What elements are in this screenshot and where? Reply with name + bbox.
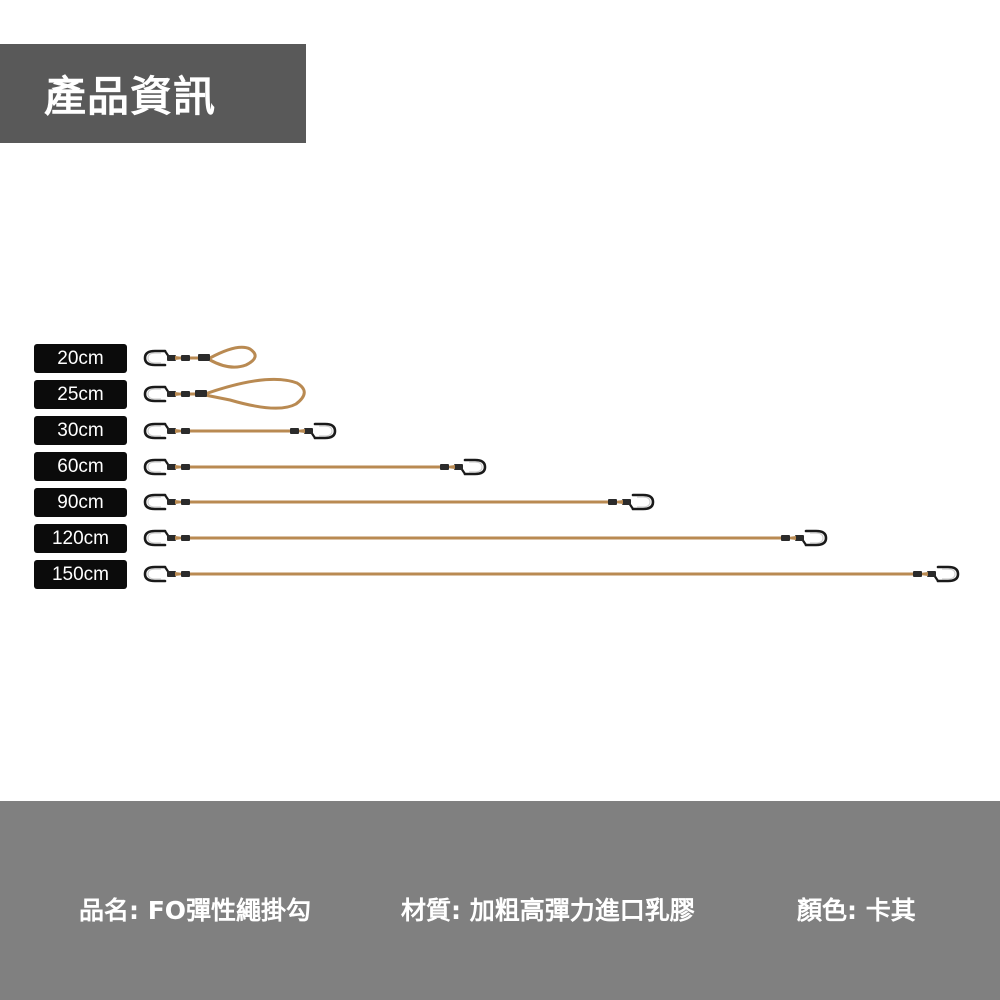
spec-color-value: 卡其 <box>865 896 916 925</box>
carabiner-hook-icon <box>143 529 192 547</box>
spec-product-name: 品名: FO彈性繩掛勾 <box>79 891 311 927</box>
cord-clip-icon <box>195 390 207 397</box>
size-label-90cm: 90cm <box>34 488 127 517</box>
size-label-25cm: 25cm <box>34 380 127 409</box>
page-title: 產品資訊 <box>0 44 306 143</box>
bungee-cord-30cm <box>143 422 337 440</box>
spec-name-value: FO彈性繩掛勾 <box>147 896 312 925</box>
bungee-cord-150cm <box>143 565 960 583</box>
carabiner-hook-icon <box>143 349 192 367</box>
product-size-list: 20cm 25cm 30cm 60cm 90cm 120cm 150cm <box>34 344 960 589</box>
carabiner-hook-icon <box>143 385 192 403</box>
spec-material-value: 加粗高彈力進口乳膠 <box>469 896 695 925</box>
spec-material-label: 材質: <box>401 896 461 925</box>
size-label-120cm: 120cm <box>34 524 127 553</box>
carabiner-hook-icon <box>606 493 655 511</box>
cord-clip-icon <box>198 354 210 361</box>
carabiner-hook-icon <box>779 529 828 547</box>
carabiner-hook-icon <box>143 565 192 583</box>
carabiner-hook-icon <box>911 565 960 583</box>
spec-color: 顏色: 卡其 <box>797 891 916 927</box>
carabiner-hook-icon <box>143 422 192 440</box>
carabiner-hook-icon <box>438 458 487 476</box>
carabiner-hook-icon <box>143 458 192 476</box>
page-title-text: 產品資訊 <box>44 72 217 121</box>
bungee-cord-60cm <box>143 458 487 476</box>
carabiner-hook-icon <box>288 422 337 440</box>
bungee-cord-25cm <box>143 377 306 410</box>
bungee-cord-120cm <box>143 529 828 547</box>
bungee-cords-illustration <box>143 345 960 583</box>
size-label-150cm: 150cm <box>34 560 127 589</box>
spec-color-label: 顏色: <box>797 896 857 925</box>
bungee-cord-20cm <box>143 345 257 369</box>
product-spec-footer: 品名: FO彈性繩掛勾 材質: 加粗高彈力進口乳膠 顏色: 卡其 <box>0 801 1000 1000</box>
spec-name-label: 品名: <box>79 896 139 925</box>
size-label-60cm: 60cm <box>34 452 127 481</box>
carabiner-hook-icon <box>143 493 192 511</box>
bungee-cord-90cm <box>143 493 655 511</box>
spec-material: 材質: 加粗高彈力進口乳膠 <box>401 891 695 927</box>
size-label-30cm: 30cm <box>34 416 127 445</box>
size-label-20cm: 20cm <box>34 344 127 373</box>
